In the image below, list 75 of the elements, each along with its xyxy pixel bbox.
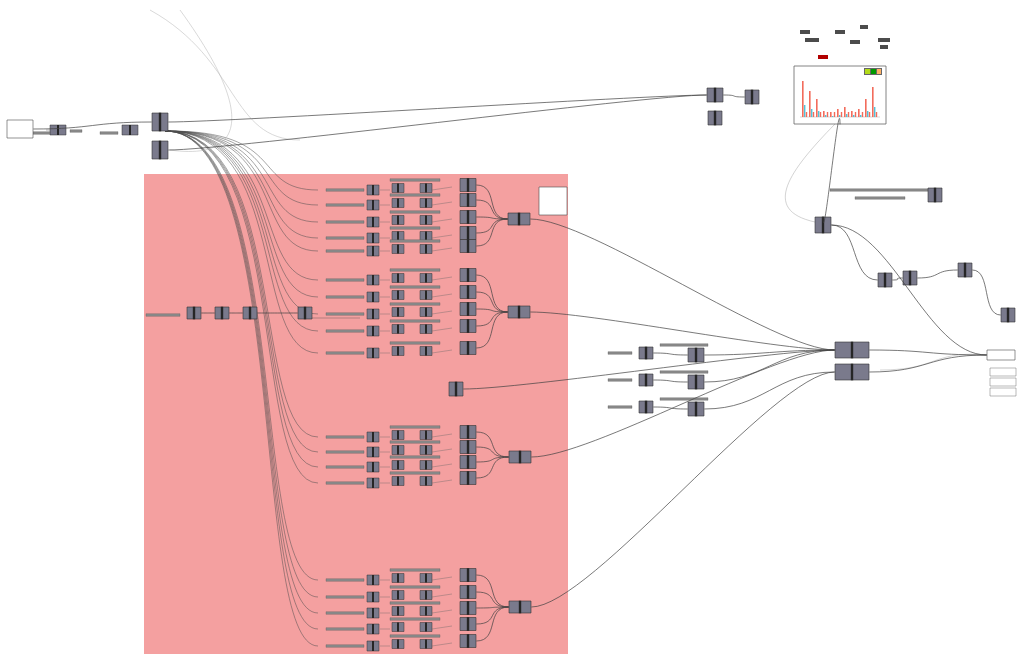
component-box (902, 270, 918, 286)
component-box (459, 210, 477, 224)
component-box (687, 374, 705, 390)
wire (916, 269, 959, 279)
wire (703, 349, 836, 383)
wire (228, 312, 244, 314)
panel-box (538, 186, 568, 216)
panel-box (986, 349, 1016, 361)
wire (891, 277, 904, 281)
component-box (459, 455, 477, 469)
wire (652, 379, 689, 383)
component-box (459, 440, 477, 454)
wire (652, 406, 689, 410)
component-box (459, 471, 477, 485)
wire (703, 371, 836, 410)
component-box (927, 187, 943, 203)
component-box (459, 319, 477, 333)
component-box (186, 306, 202, 320)
component-box (877, 272, 893, 288)
component-box (508, 600, 532, 614)
component-box (459, 425, 477, 439)
wire (830, 224, 879, 281)
wire (475, 311, 509, 327)
wire (200, 312, 216, 314)
component-box (151, 140, 169, 160)
component-box (834, 363, 870, 381)
component-box (448, 381, 464, 397)
component-box (459, 341, 477, 355)
component-box (459, 302, 477, 316)
wire (868, 354, 988, 373)
wire (475, 606, 510, 625)
wire (722, 94, 746, 98)
component-box (297, 306, 313, 320)
wire (475, 606, 510, 642)
bar-chart (793, 65, 887, 125)
component-box (151, 112, 169, 132)
component-box (508, 450, 532, 464)
wire (167, 94, 708, 151)
component-box (459, 617, 477, 631)
component-box (459, 178, 477, 192)
component-box (834, 341, 870, 359)
panel-box (6, 119, 34, 139)
component-box (507, 212, 531, 226)
component-box (459, 634, 477, 648)
component-box (459, 239, 477, 253)
component-box (459, 601, 477, 615)
wire (971, 269, 1002, 316)
wire (475, 218, 509, 234)
wire (652, 352, 689, 356)
component-box (687, 401, 705, 417)
component-box (638, 400, 654, 414)
component-box (459, 568, 477, 582)
wire (32, 121, 153, 130)
component-box (507, 305, 531, 319)
component-box (459, 285, 477, 299)
component-box (687, 347, 705, 363)
component-box (459, 268, 477, 282)
component-box (638, 373, 654, 387)
component-box (459, 226, 477, 240)
component-box (214, 306, 230, 320)
component-box (814, 216, 832, 234)
component-box (707, 110, 723, 126)
component-box (242, 306, 258, 320)
wire (256, 312, 299, 314)
component-box (638, 346, 654, 360)
wire (475, 456, 510, 479)
component-box (957, 262, 973, 278)
component-box (459, 193, 477, 207)
component-box (744, 89, 760, 105)
wire (475, 218, 509, 247)
wire (822, 118, 841, 223)
component-box (706, 87, 724, 103)
component-box (459, 585, 477, 599)
wire (475, 311, 509, 349)
component-box (1000, 307, 1016, 323)
